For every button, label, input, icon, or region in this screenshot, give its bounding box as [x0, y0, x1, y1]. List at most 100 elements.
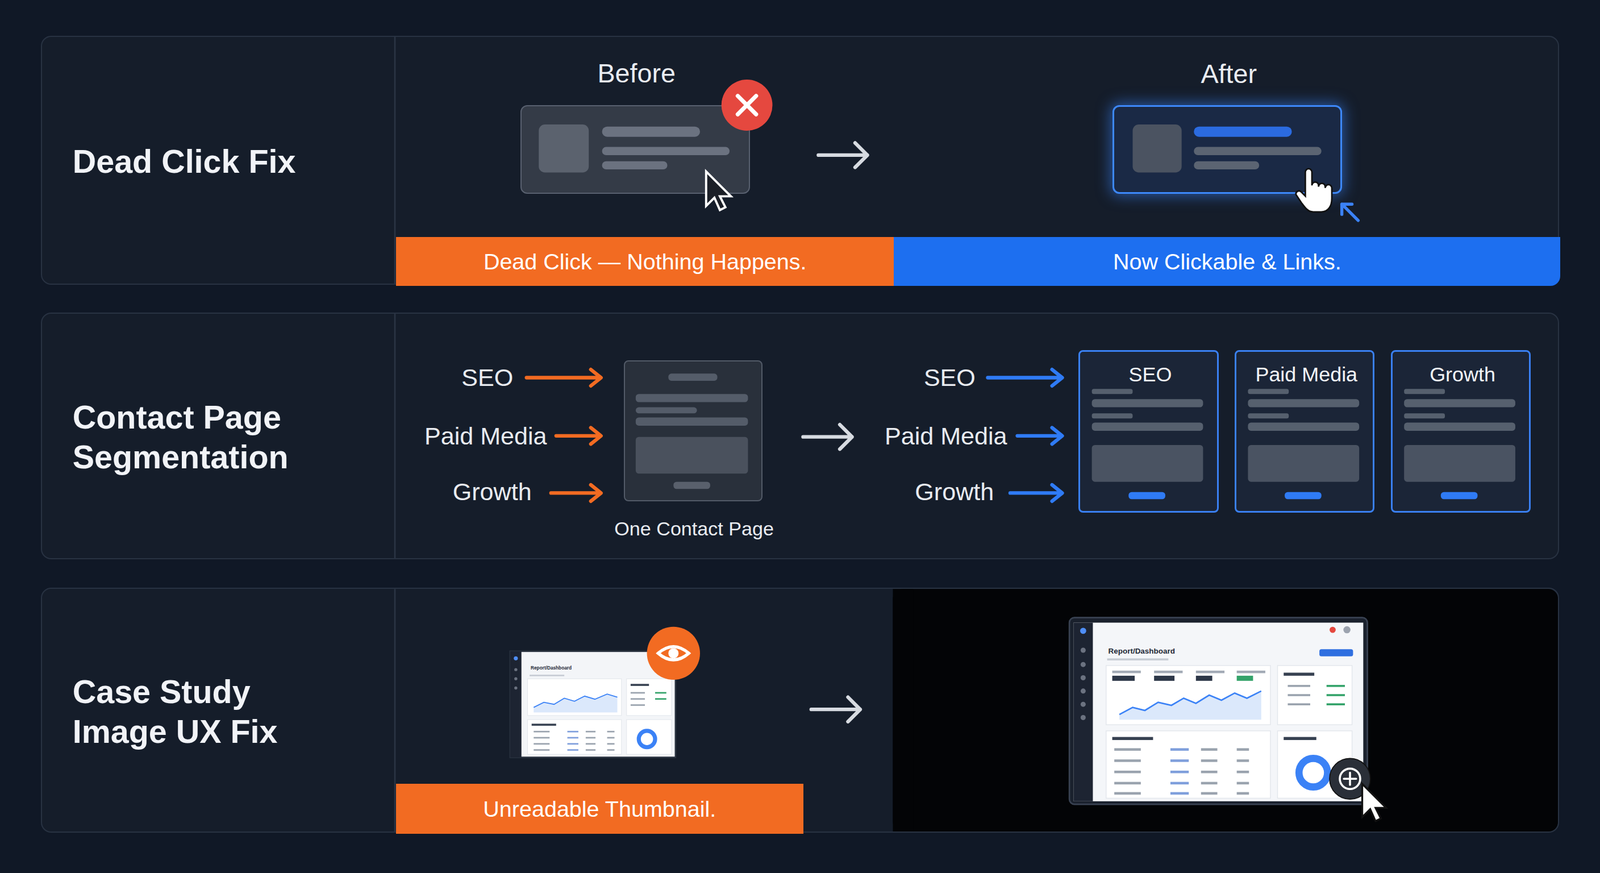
- dashboard-preview: Report/Dashboard: [1070, 618, 1369, 806]
- transition-arrow: [811, 697, 861, 722]
- channel-label: Paid Media: [847, 419, 1008, 452]
- channel-label: Growth: [387, 475, 532, 508]
- subtitle-bar: [1107, 657, 1169, 661]
- skeleton-avatar: [1132, 124, 1182, 173]
- table-row: [1114, 759, 1249, 762]
- donut-chart: [1298, 757, 1328, 787]
- stat-value: [1112, 675, 1136, 681]
- status-banner-text: Dead Click — Nothing Happens.: [396, 236, 894, 286]
- chart-card: [1106, 665, 1271, 725]
- sidebar-icon: [513, 656, 518, 661]
- cell-bar: [630, 692, 645, 694]
- channel-arrow: [551, 484, 602, 502]
- sidebar-icon: [1080, 701, 1086, 707]
- skeleton-avatar: [538, 124, 589, 173]
- state-heading: Before: [480, 55, 793, 93]
- table-card: [527, 719, 622, 754]
- sidebar-icon: [1080, 675, 1086, 681]
- sidebar-icon: [514, 686, 518, 690]
- eye-pupil: [668, 647, 679, 658]
- table-row: [533, 736, 615, 739]
- row-title: Contact Page Segmentation: [72, 313, 344, 561]
- sidebar-icon: [1080, 647, 1086, 653]
- cell-bar: [655, 692, 667, 694]
- screen-surface: [1073, 622, 1364, 802]
- channel-label: SEO: [847, 361, 976, 394]
- cell-bar: [1326, 702, 1345, 706]
- screen-sidebar: [510, 651, 522, 758]
- status-banner-text: Unreadable Thumbnail.: [396, 783, 804, 834]
- dashboard-thumbnail: Report/Dashboard: [511, 652, 677, 759]
- column-divider: [394, 588, 397, 832]
- zoom-plus: [1343, 772, 1357, 786]
- transition-arrow: [802, 424, 852, 449]
- error-badge: [721, 79, 773, 131]
- channel-label: SEO: [387, 361, 514, 394]
- channel-arrow: [1010, 484, 1063, 502]
- donut-chart: [638, 730, 656, 748]
- transition-arrow: [818, 142, 868, 168]
- row-panel: Contact Page SegmentationOne Contact Pag…: [40, 312, 1560, 560]
- chart-card: [527, 678, 622, 716]
- cell-bar: [1287, 684, 1311, 687]
- action-button: [1319, 648, 1353, 657]
- sidebar-icon: [1080, 688, 1086, 694]
- eye-badge: [647, 626, 700, 680]
- card-heading-bar: [630, 683, 649, 686]
- table-row: [533, 730, 615, 733]
- skeleton-line: [635, 417, 749, 426]
- sidebar-icon: [1080, 627, 1087, 634]
- screen-frame: [1069, 617, 1368, 805]
- form-skeleton: [1247, 388, 1360, 499]
- table-card: [1106, 730, 1271, 799]
- avatar-icon: [1343, 626, 1351, 634]
- chart-line: [1119, 690, 1262, 715]
- screen-surface: [510, 651, 676, 758]
- click-indicator: [1342, 203, 1359, 221]
- card-heading-bar: [1283, 672, 1315, 676]
- channel-arrow: [556, 427, 602, 444]
- cell-bar: [1326, 684, 1345, 687]
- subtitle-bar: [529, 674, 565, 677]
- skeleton-button: [673, 481, 711, 490]
- column-divider: [394, 36, 397, 285]
- donut-card: [1277, 730, 1352, 799]
- stat-label: [1153, 670, 1183, 673]
- form-skeleton: [1092, 388, 1204, 499]
- panel-fill: [40, 312, 1560, 560]
- pointer-cursor: [1362, 783, 1387, 821]
- state-heading: After: [1073, 55, 1385, 93]
- skeleton-field: [635, 436, 749, 474]
- cell-bar: [1287, 702, 1311, 706]
- segment-card: Paid Media: [1234, 350, 1375, 513]
- table-row: [533, 742, 615, 745]
- table-row: [1114, 747, 1249, 750]
- channel-arrow: [1017, 427, 1063, 444]
- form-caption: One Contact Page: [584, 516, 805, 541]
- screen-heading: Report/Dashboard: [530, 664, 613, 673]
- channel-arrow: [526, 369, 602, 386]
- skeleton-line: [1193, 147, 1322, 156]
- row-panel: Case Study Image UX FixReport/DashboardU…: [40, 587, 1560, 833]
- channel-arrow: [987, 369, 1062, 386]
- stat-value: [1236, 675, 1254, 681]
- skeleton-line: [602, 161, 668, 170]
- cell-bar: [1287, 693, 1311, 697]
- row-panel: Dead Click FixBeforeAfterDead Click — No…: [40, 35, 1560, 285]
- notification-icon: [1329, 626, 1336, 633]
- donut-card: [626, 719, 672, 754]
- side-card: [626, 678, 672, 716]
- sidebar-icon: [1080, 661, 1086, 668]
- status-banner-text: Now Clickable & Links.: [893, 236, 1561, 286]
- card-heading-bar: [1283, 736, 1316, 740]
- cell-bar: [1326, 693, 1345, 697]
- hand-cursor: [1296, 168, 1332, 212]
- status-banner: Now Clickable & Links.: [893, 236, 1561, 286]
- status-banner: Dead Click — Nothing Happens.: [396, 236, 894, 286]
- zoom-badge: [1329, 757, 1371, 799]
- chart-line: [533, 693, 618, 707]
- skeleton-line: [635, 393, 749, 402]
- chart-area: [1119, 690, 1262, 720]
